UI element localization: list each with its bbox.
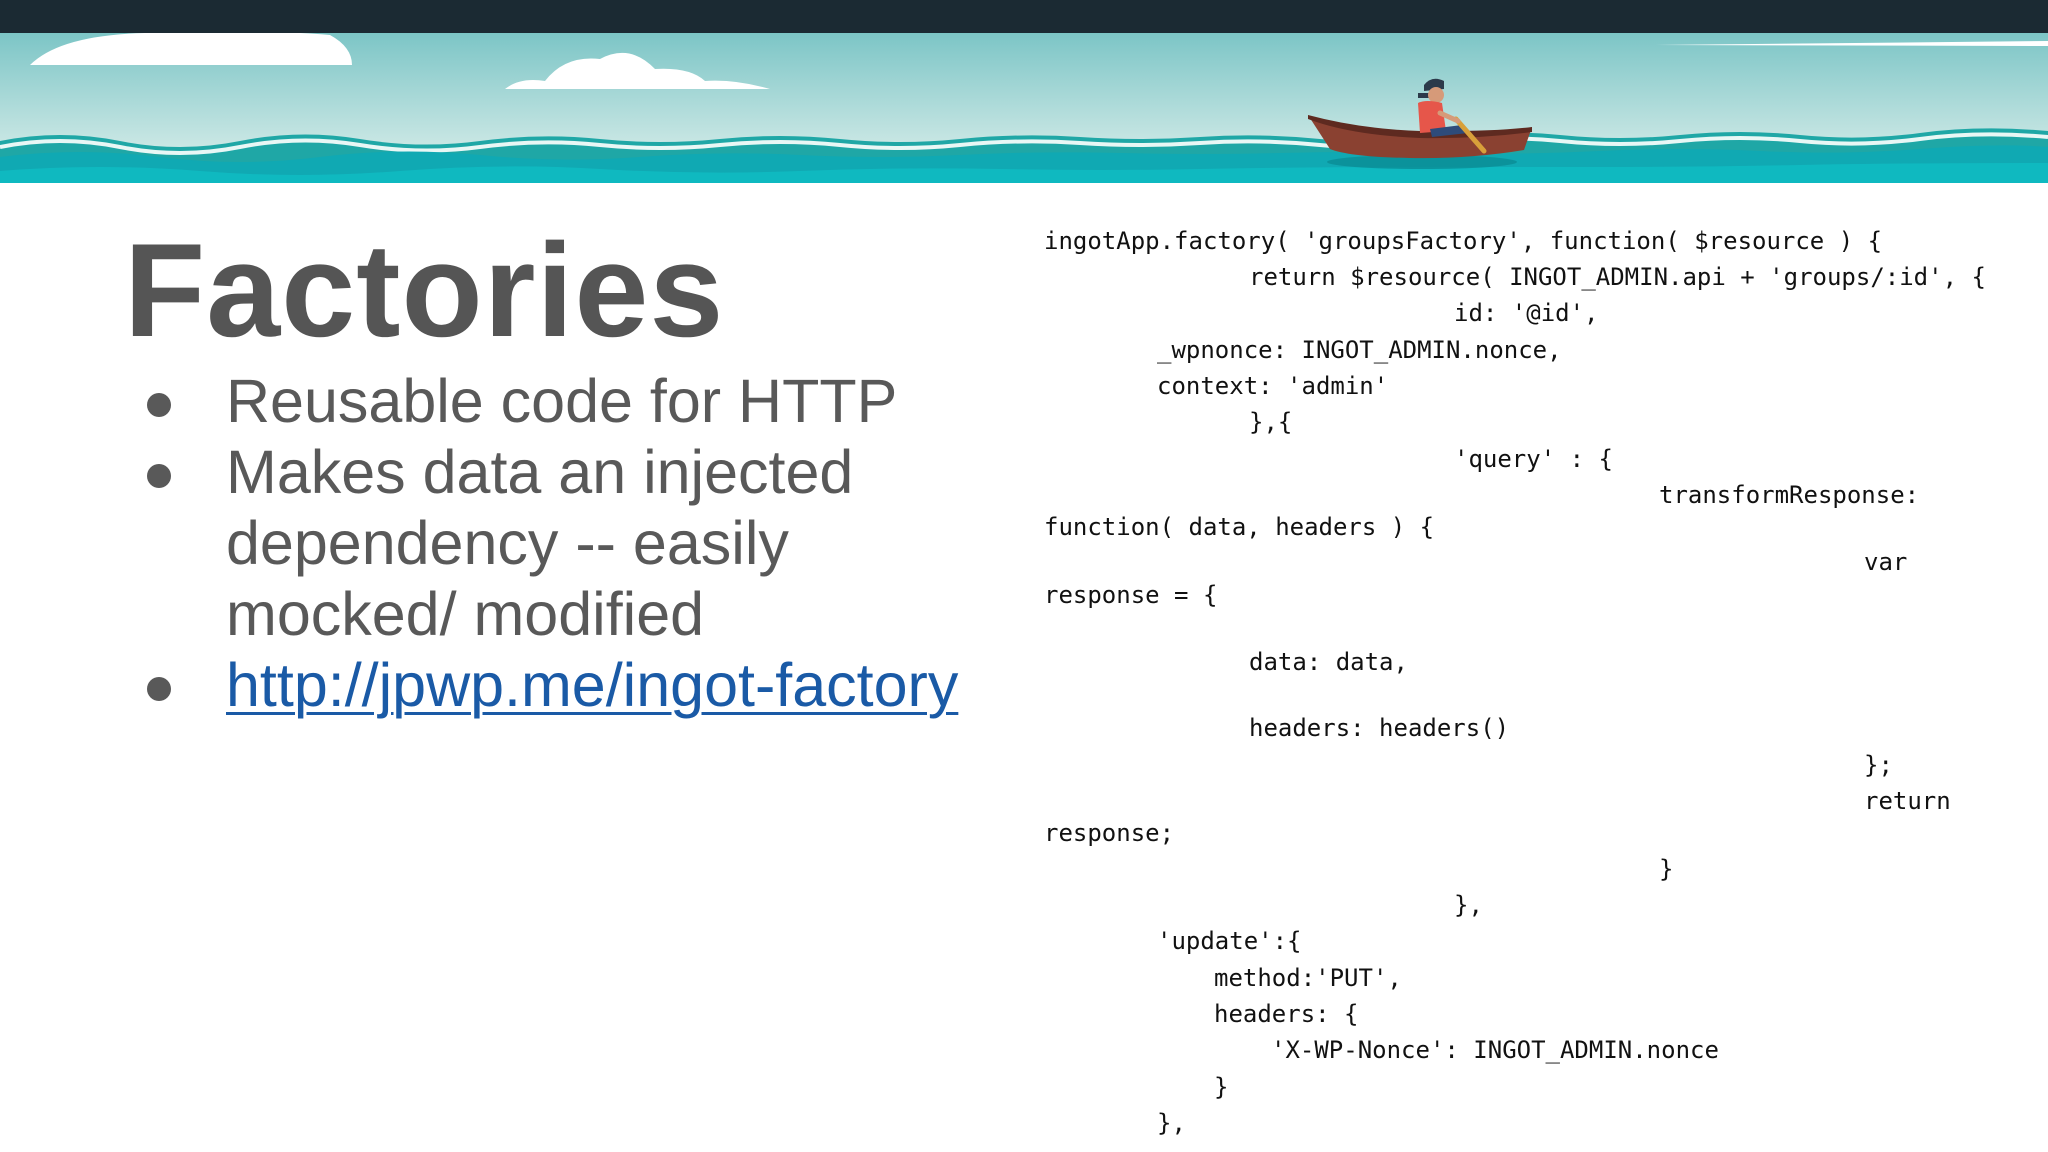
bullet-dot-icon <box>147 677 171 701</box>
code-line: 'query' : { <box>1454 445 1613 473</box>
slide-title: Factories <box>124 217 725 365</box>
code-line: return $resource( INGOT_ADMIN.api + 'gro… <box>1249 263 1986 291</box>
cloud-shape <box>1655 41 2048 46</box>
code-line: response; <box>1044 819 1175 847</box>
code-line: response = { <box>1044 581 1218 609</box>
cloud-shape <box>30 33 352 65</box>
bullet-text: Reusable code for HTTP <box>226 367 898 435</box>
code-line: }; <box>1864 751 1893 779</box>
rower-figure <box>1418 78 1487 154</box>
code-line: id: '@id', <box>1454 299 1599 327</box>
bullet-list: Reusable code for HTTP Makes data an inj… <box>144 366 984 721</box>
bullet-text: Makes data an injected dependency -- eas… <box>226 438 854 648</box>
bullet-dot-icon <box>147 393 171 417</box>
bullet-dot-icon <box>147 464 171 488</box>
code-line: function( data, headers ) { <box>1044 513 1435 541</box>
sea-boat-illustration <box>0 33 2048 183</box>
code-line: ingotApp.factory( 'groupsFactory', funct… <box>1044 227 1883 255</box>
cloud-shape <box>505 52 770 89</box>
code-line: }, <box>1454 891 1483 919</box>
code-line: context: 'admin' <box>1157 372 1389 400</box>
top-bar <box>0 0 2048 33</box>
bullet-item: Makes data an injected dependency -- eas… <box>144 437 984 650</box>
factory-link[interactable]: http://jpwp.me/ingot-factory <box>226 651 959 719</box>
boat-shape <box>1308 115 1532 159</box>
code-line: return <box>1864 787 1951 815</box>
banner-illustration <box>0 33 2048 183</box>
code-line: }, <box>1157 1109 1186 1137</box>
code-line: method:'PUT', <box>1214 964 1402 992</box>
code-line: 'X-WP-Nonce': INGOT_ADMIN.nonce <box>1271 1036 1719 1064</box>
code-line: headers: { <box>1214 1000 1359 1028</box>
code-line: data: data, <box>1249 648 1408 676</box>
code-line: headers: headers() <box>1249 714 1510 742</box>
code-line: _wpnonce: INGOT_ADMIN.nonce, <box>1157 336 1562 364</box>
code-line: 'update':{ <box>1157 927 1302 955</box>
code-line: } <box>1659 855 1674 883</box>
code-line: },{ <box>1249 408 1293 436</box>
code-line: } <box>1214 1073 1229 1101</box>
code-line: var <box>1864 548 1908 576</box>
bullet-item: Reusable code for HTTP <box>144 366 984 437</box>
bullet-item: http://jpwp.me/ingot-factory <box>144 650 984 721</box>
code-line: transformResponse: <box>1659 481 1920 509</box>
